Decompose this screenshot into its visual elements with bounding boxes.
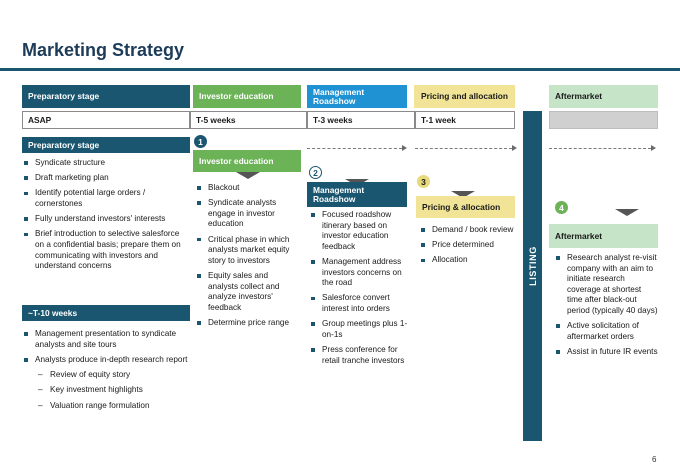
listing-label: LISTING xyxy=(527,246,538,286)
phase-header-aftermarket: Aftermarket xyxy=(549,85,658,108)
timeline-dash xyxy=(549,148,651,149)
page-title: Marketing Strategy xyxy=(22,40,185,60)
phase-header-investor-education: Investor education xyxy=(193,85,301,108)
phase-header-roadshow: Management Roadshow xyxy=(307,85,407,108)
arrow-right-icon xyxy=(402,145,407,151)
listing-bar: LISTING xyxy=(523,111,542,441)
pricing-bullet-list: Demand / book review Price determined Al… xyxy=(419,225,515,271)
list-item: Press conference for retail tranche inve… xyxy=(309,345,409,366)
arrow-right-icon xyxy=(651,145,656,151)
list-item: Management presentation to syndicate ana… xyxy=(22,329,188,350)
roadshow-bullet-list: Focused roadshow itinerary based on inve… xyxy=(309,210,409,371)
timing-pricing: T-1 week xyxy=(415,111,515,129)
timing-investor-education: T-5 weeks xyxy=(190,111,307,129)
step-number-4: 4 xyxy=(555,201,568,214)
list-item: Brief introduction to selective salesfor… xyxy=(22,229,188,271)
list-item: Price determined xyxy=(419,240,515,251)
timeline-dash xyxy=(307,148,402,149)
list-item: Key investment highlights xyxy=(22,385,188,396)
list-item: Salesforce convert interest into orders xyxy=(309,293,409,314)
title-divider xyxy=(0,68,680,71)
list-item: Management address investors concerns on… xyxy=(309,257,409,289)
stage-header-aftermarket: Aftermarket xyxy=(549,224,658,248)
triangle-down-icon xyxy=(236,172,260,179)
list-item: Identify potential large orders / corner… xyxy=(22,188,188,209)
list-item: Critical phase in which analysts market … xyxy=(195,235,295,267)
triangle-down-icon xyxy=(451,191,475,198)
list-item: Allocation xyxy=(419,255,515,266)
step-number-3: 3 xyxy=(417,175,430,188)
list-item: Active solicitation of aftermarket order… xyxy=(554,321,658,342)
step-number-2: 2 xyxy=(309,166,322,179)
list-item: Syndicate analysts engage in investor ed… xyxy=(195,198,295,230)
preparatory-bullet-list: Syndicate structure Draft marketing plan… xyxy=(22,158,188,276)
list-item: Fully understand investors' interests xyxy=(22,214,188,225)
list-item: Research analyst re-visit company with a… xyxy=(554,253,658,317)
timeline-dash xyxy=(415,148,512,149)
list-item: Valuation range formulation xyxy=(22,401,188,412)
list-item: Demand / book review xyxy=(419,225,515,236)
list-item: Group meetings plus 1-on-1s xyxy=(309,319,409,340)
triangle-down-icon xyxy=(615,209,639,216)
step-number-1: 1 xyxy=(194,135,207,148)
list-item: Draft marketing plan xyxy=(22,173,188,184)
investor-education-bullet-list: Blackout Syndicate analysts engage in in… xyxy=(195,183,295,333)
sub-header-t10: ~T-10 weeks xyxy=(22,305,190,321)
arrow-right-icon xyxy=(512,145,517,151)
stage-header-preparatory: Preparatory stage xyxy=(22,137,190,153)
list-item: Equity sales and analysts collect and an… xyxy=(195,271,295,313)
list-item: Syndicate structure xyxy=(22,158,188,169)
list-item: Assist in future IR events xyxy=(554,347,658,358)
stage-header-roadshow: Management Roadshow xyxy=(307,182,407,207)
timing-preparatory: ASAP xyxy=(22,111,190,129)
list-item: Focused roadshow itinerary based on inve… xyxy=(309,210,409,252)
timing-roadshow: T-3 weeks xyxy=(307,111,415,129)
stage-header-pricing: Pricing & allocation xyxy=(416,196,515,218)
aftermarket-bullet-list: Research analyst re-visit company with a… xyxy=(554,253,658,362)
list-item: Analysts produce in-depth research repor… xyxy=(22,355,188,366)
list-item: Blackout xyxy=(195,183,295,194)
timing-aftermarket xyxy=(549,111,658,129)
t10-bullet-list: Management presentation to syndicate ana… xyxy=(22,329,188,416)
list-item: Review of equity story xyxy=(22,370,188,381)
list-item: Determine price range xyxy=(195,318,295,329)
page-number: 6 xyxy=(652,455,657,464)
phase-header-pricing: Pricing and allocation xyxy=(414,85,515,108)
stage-header-investor-education: Investor education xyxy=(193,150,301,172)
phase-header-preparatory: Preparatory stage xyxy=(22,85,190,108)
